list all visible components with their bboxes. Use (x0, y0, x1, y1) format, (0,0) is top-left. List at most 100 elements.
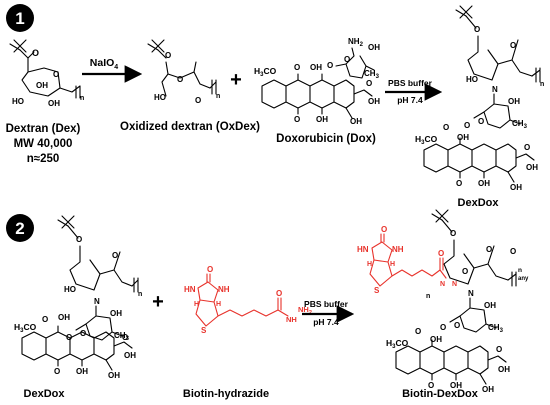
svg-text:O: O (42, 315, 48, 324)
svg-text:O: O (294, 115, 300, 124)
svg-text:HN: HN (184, 285, 196, 294)
svg-text:N: N (94, 297, 100, 306)
svg-text:OH: OH (76, 367, 88, 376)
svg-text:any: any (518, 276, 529, 282)
svg-text:O: O (440, 323, 446, 332)
svg-text:OH: OH (457, 133, 469, 142)
svg-text:n: n (426, 293, 430, 300)
svg-text:n: n (518, 267, 522, 274)
svg-text:O: O (486, 245, 492, 254)
svg-text:S: S (201, 326, 207, 335)
svg-text:H3CO: H3CO (254, 66, 277, 78)
svg-text:O: O (510, 41, 516, 50)
step-1-badge: 1 (6, 4, 34, 32)
svg-text:O: O (524, 143, 530, 152)
step-2-badge: 2 (6, 214, 34, 242)
svg-text:OH: OH (508, 97, 520, 106)
svg-text:OH: OH (58, 313, 70, 322)
svg-text:OH: OH (526, 163, 538, 172)
svg-text:NH: NH (392, 245, 404, 254)
svg-text:HO: HO (466, 75, 478, 84)
plus-sign-2: + (152, 291, 164, 313)
dextran-n: n≈250 (27, 153, 60, 165)
conditions-2-bottom: pH 7.4 (313, 317, 339, 327)
svg-text:OH: OH (316, 115, 328, 124)
svg-text:O: O (32, 48, 39, 58)
conditions-1-top: PBS buffer (388, 78, 433, 88)
dox-label: Doxorubicin (Dox) (276, 133, 376, 145)
svg-text:OH: OH (450, 381, 462, 390)
svg-text:OH: OH (478, 179, 490, 188)
dexdox-product-label-1: DexDox (458, 197, 500, 209)
svg-text:OH: OH (124, 351, 136, 360)
svg-text:H3CO: H3CO (14, 322, 37, 334)
svg-text:O: O (438, 249, 444, 258)
svg-text:H: H (390, 261, 395, 268)
svg-text:OH: OH (484, 301, 496, 310)
svg-text:H: H (367, 261, 372, 268)
svg-text:HO: HO (12, 97, 24, 106)
dexdox-reactant-label: DexDox (24, 388, 66, 400)
svg-text:S: S (374, 286, 380, 295)
svg-text:O: O (80, 329, 86, 338)
svg-text:O: O (462, 267, 468, 276)
svg-text:H: H (194, 301, 199, 308)
conditions-1-bottom: pH 7.4 (397, 95, 423, 105)
reagent-naio4: NaIO4 (90, 57, 119, 71)
svg-text:O: O (366, 79, 372, 88)
svg-text:OH: OH (36, 81, 48, 90)
svg-text:O: O (53, 70, 59, 79)
svg-text:OH: OH (48, 99, 60, 108)
svg-text:O: O (381, 225, 387, 234)
svg-text:O: O (177, 75, 183, 84)
svg-text:OH: OH (110, 309, 122, 318)
svg-text:O: O (428, 381, 434, 390)
svg-text:O: O (510, 247, 516, 256)
svg-text:N: N (452, 281, 457, 288)
svg-text:OH: OH (510, 183, 522, 192)
svg-text:O: O (276, 289, 282, 298)
svg-text:O: O (450, 229, 456, 238)
svg-text:n: n (138, 291, 142, 298)
svg-text:O: O (54, 367, 60, 376)
plus-sign-1: + (230, 69, 242, 91)
svg-text:O: O (207, 265, 213, 274)
svg-text:CH3: CH3 (364, 69, 380, 80)
svg-text:O: O (165, 51, 171, 60)
svg-text:CH3: CH3 (512, 119, 528, 130)
biotin-hydrazide-label: Biotin-hydrazide (183, 388, 269, 400)
svg-text:H: H (216, 301, 221, 308)
svg-text:H3CO: H3CO (415, 134, 438, 146)
svg-text:HN: HN (357, 245, 369, 254)
svg-text:H3CO: H3CO (386, 338, 409, 350)
svg-text:CH3: CH3 (488, 323, 504, 334)
svg-text:OH: OH (498, 365, 510, 374)
svg-text:OH: OH (310, 63, 322, 72)
svg-text:HO: HO (64, 285, 76, 294)
svg-text:O: O (478, 117, 484, 126)
svg-text:O: O (112, 251, 118, 260)
biotin-dexdox-label: Biotin-DexDox (402, 388, 479, 400)
svg-text:O: O (327, 61, 333, 70)
dextran-label: Dextran (Dex) (6, 123, 81, 135)
svg-text:O: O (415, 327, 421, 336)
svg-text:OH: OH (482, 385, 494, 394)
svg-text:O: O (76, 235, 82, 244)
svg-text:O: O (122, 333, 128, 342)
svg-text:OH: OH (350, 117, 362, 126)
svg-text:O: O (443, 123, 449, 132)
svg-text:N: N (468, 289, 474, 298)
svg-text:O: O (454, 321, 460, 330)
svg-text:CH3: CH3 (114, 331, 130, 342)
svg-text:NH: NH (286, 315, 297, 324)
conditions-2-top: PBS buffer (304, 299, 349, 309)
svg-text:n: n (80, 95, 84, 102)
svg-text:N: N (440, 281, 445, 288)
svg-text:O: O (496, 345, 502, 354)
svg-text:NH2: NH2 (348, 37, 364, 48)
svg-text:NH: NH (218, 285, 230, 294)
dexdox-reactant-2: O O HO n N OH CH3 O O H3CO O OH O OH O O… (14, 215, 142, 380)
svg-text:n: n (216, 93, 220, 100)
dextran-mw: MW 40,000 (14, 138, 73, 150)
svg-text:OH: OH (368, 97, 380, 106)
